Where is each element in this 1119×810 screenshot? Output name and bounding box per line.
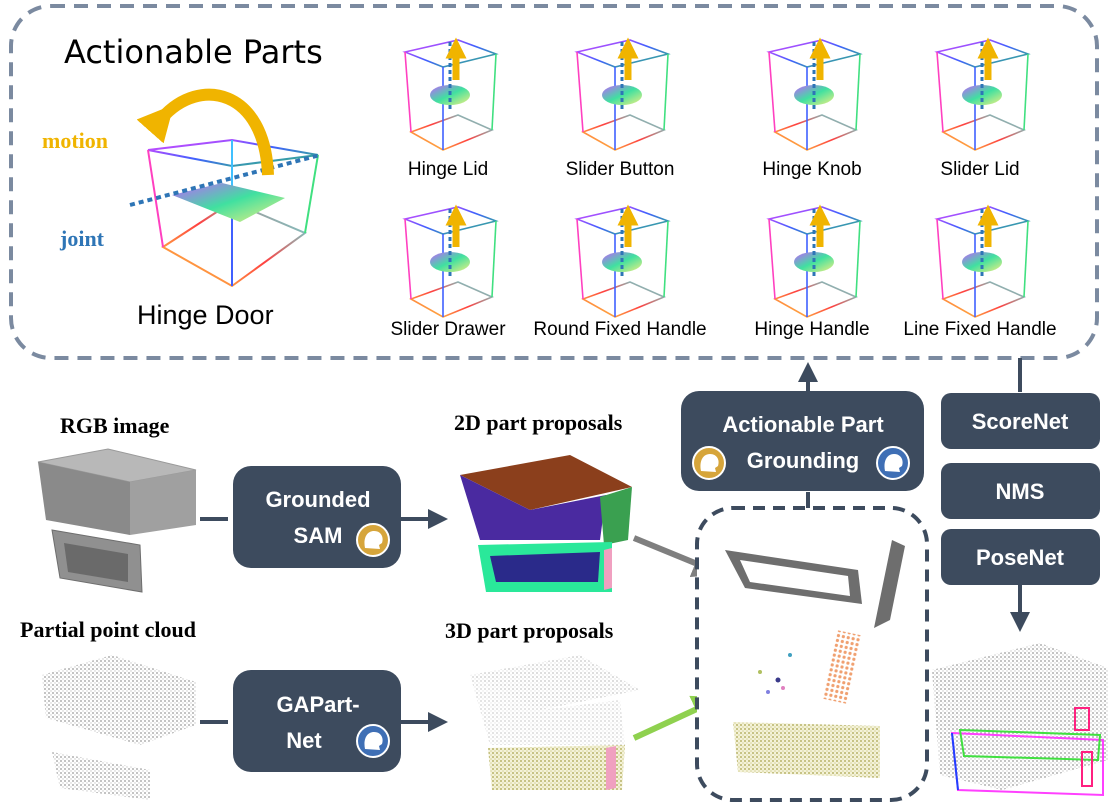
posenet-box — [941, 529, 1100, 585]
part-cube — [766, 39, 863, 151]
part-label: Hinge Lid — [408, 159, 488, 180]
part-cell-2: Slider Button — [566, 37, 675, 180]
pointcloud-label: Partial point cloud — [20, 617, 196, 642]
part-label: Hinge Knob — [762, 159, 861, 180]
proposals-2d-image — [460, 455, 632, 592]
part-cell-1: Hinge Lid — [402, 37, 499, 180]
scorenet-box — [941, 393, 1100, 449]
hinge-door-label: Hinge Door — [137, 300, 274, 330]
part-cube — [402, 39, 499, 151]
panel-title: Actionable Parts — [64, 33, 323, 71]
motion-label: motion — [42, 128, 108, 153]
output-pose-image — [932, 643, 1108, 797]
rgb-image-label: RGB image — [60, 413, 170, 438]
pointcloud-image — [42, 655, 196, 800]
posenet-label: PoseNet — [976, 545, 1065, 570]
grounding-line1: Actionable Part — [722, 412, 884, 437]
nms-box — [941, 463, 1100, 519]
head-badge-icon — [692, 446, 726, 480]
joint-label: joint — [59, 226, 105, 251]
part-label: Slider Button — [566, 159, 675, 180]
grounded-sam-line1: Grounded — [265, 487, 370, 512]
hinge-door-illustration — [129, 88, 321, 288]
grounding-line2: Grounding — [747, 448, 859, 473]
proposals-3d-image — [470, 655, 640, 790]
door-part — [172, 183, 285, 222]
head-badge-icon — [356, 724, 390, 758]
candidate-parts-image — [725, 540, 905, 778]
part-label: Slider Drawer — [390, 319, 506, 340]
rgb-microwave-image — [37, 448, 197, 593]
part-label: Hinge Handle — [754, 319, 869, 340]
grounded-sam-line2: SAM — [294, 523, 343, 548]
head-badge-icon — [356, 523, 390, 557]
part-cube — [574, 206, 671, 318]
gapartnet-line2: Net — [286, 728, 322, 753]
part-label: Line Fixed Handle — [903, 319, 1056, 340]
part-cell-3: Hinge Knob — [762, 37, 863, 180]
proposals-3d-label: 3D part proposals — [445, 618, 614, 643]
nms-label: NMS — [996, 479, 1045, 504]
head-badge-icon — [876, 446, 910, 480]
part-cell-4: Slider Lid — [934, 37, 1031, 180]
grounding-box — [681, 391, 924, 491]
scorenet-label: ScoreNet — [972, 409, 1069, 434]
part-cube — [574, 39, 671, 151]
part-label: Round Fixed Handle — [533, 319, 706, 340]
parts-grid: Hinge Lid Slider Button Hinge Knob Slider L… — [390, 37, 1057, 340]
part-cube — [934, 206, 1031, 318]
part-label: Slider Lid — [940, 159, 1019, 180]
proposals-2d-label: 2D part proposals — [454, 410, 623, 435]
part-cell-6: Round Fixed Handle — [533, 204, 707, 340]
joint-axis — [129, 153, 321, 207]
part-cube — [934, 39, 1031, 151]
part-cell-8: Line Fixed Handle — [903, 204, 1057, 340]
part-cube — [402, 206, 499, 318]
part-cell-7: Hinge Handle — [754, 204, 870, 340]
motion-arrow — [136, 88, 274, 176]
part-cell-5: Slider Drawer — [390, 204, 506, 340]
part-cube — [766, 206, 863, 318]
gapartnet-line1: GAPart- — [276, 692, 359, 717]
